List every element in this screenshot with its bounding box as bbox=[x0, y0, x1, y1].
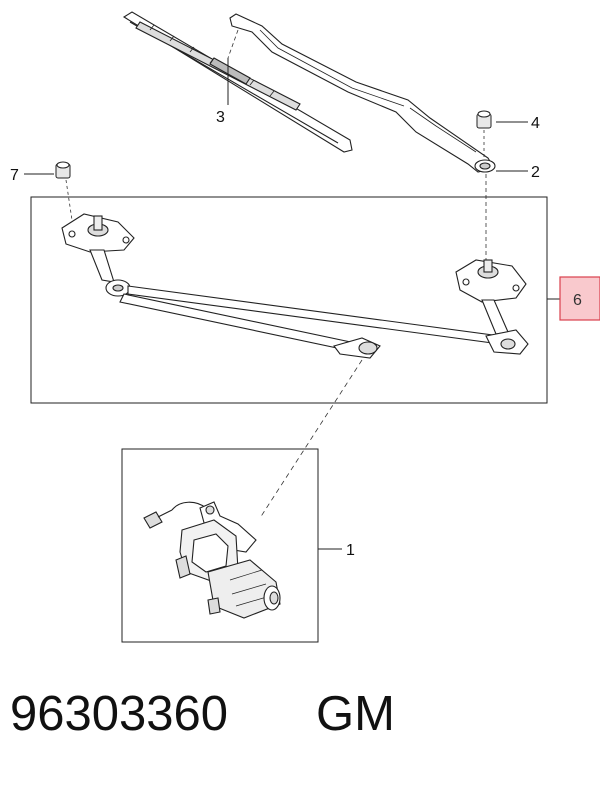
motor-frame bbox=[121, 448, 319, 643]
callout-4: 4 bbox=[531, 115, 540, 132]
callout-6-highlight[interactable] bbox=[559, 276, 600, 321]
motor-dash bbox=[259, 359, 363, 519]
nut-4 bbox=[476, 110, 492, 129]
callout-2: 2 bbox=[531, 164, 540, 181]
blade-leader-dash bbox=[227, 29, 239, 59]
brand-name: GM bbox=[316, 687, 395, 741]
nut-7 bbox=[55, 161, 71, 179]
nut7-dash bbox=[65, 179, 73, 221]
callout-6: 6 bbox=[573, 292, 582, 309]
callout-3: 3 bbox=[216, 109, 225, 126]
callout-1: 1 bbox=[346, 542, 355, 559]
linkage-assembly-frame bbox=[30, 196, 548, 404]
wiper-linkage bbox=[61, 213, 529, 359]
wiper-blade bbox=[122, 11, 353, 153]
wiper-arm bbox=[229, 13, 496, 173]
callout-7: 7 bbox=[10, 167, 19, 184]
part-number: 96303360 bbox=[10, 687, 229, 741]
callout-leaders bbox=[24, 58, 560, 550]
wiper-motor bbox=[143, 501, 281, 619]
